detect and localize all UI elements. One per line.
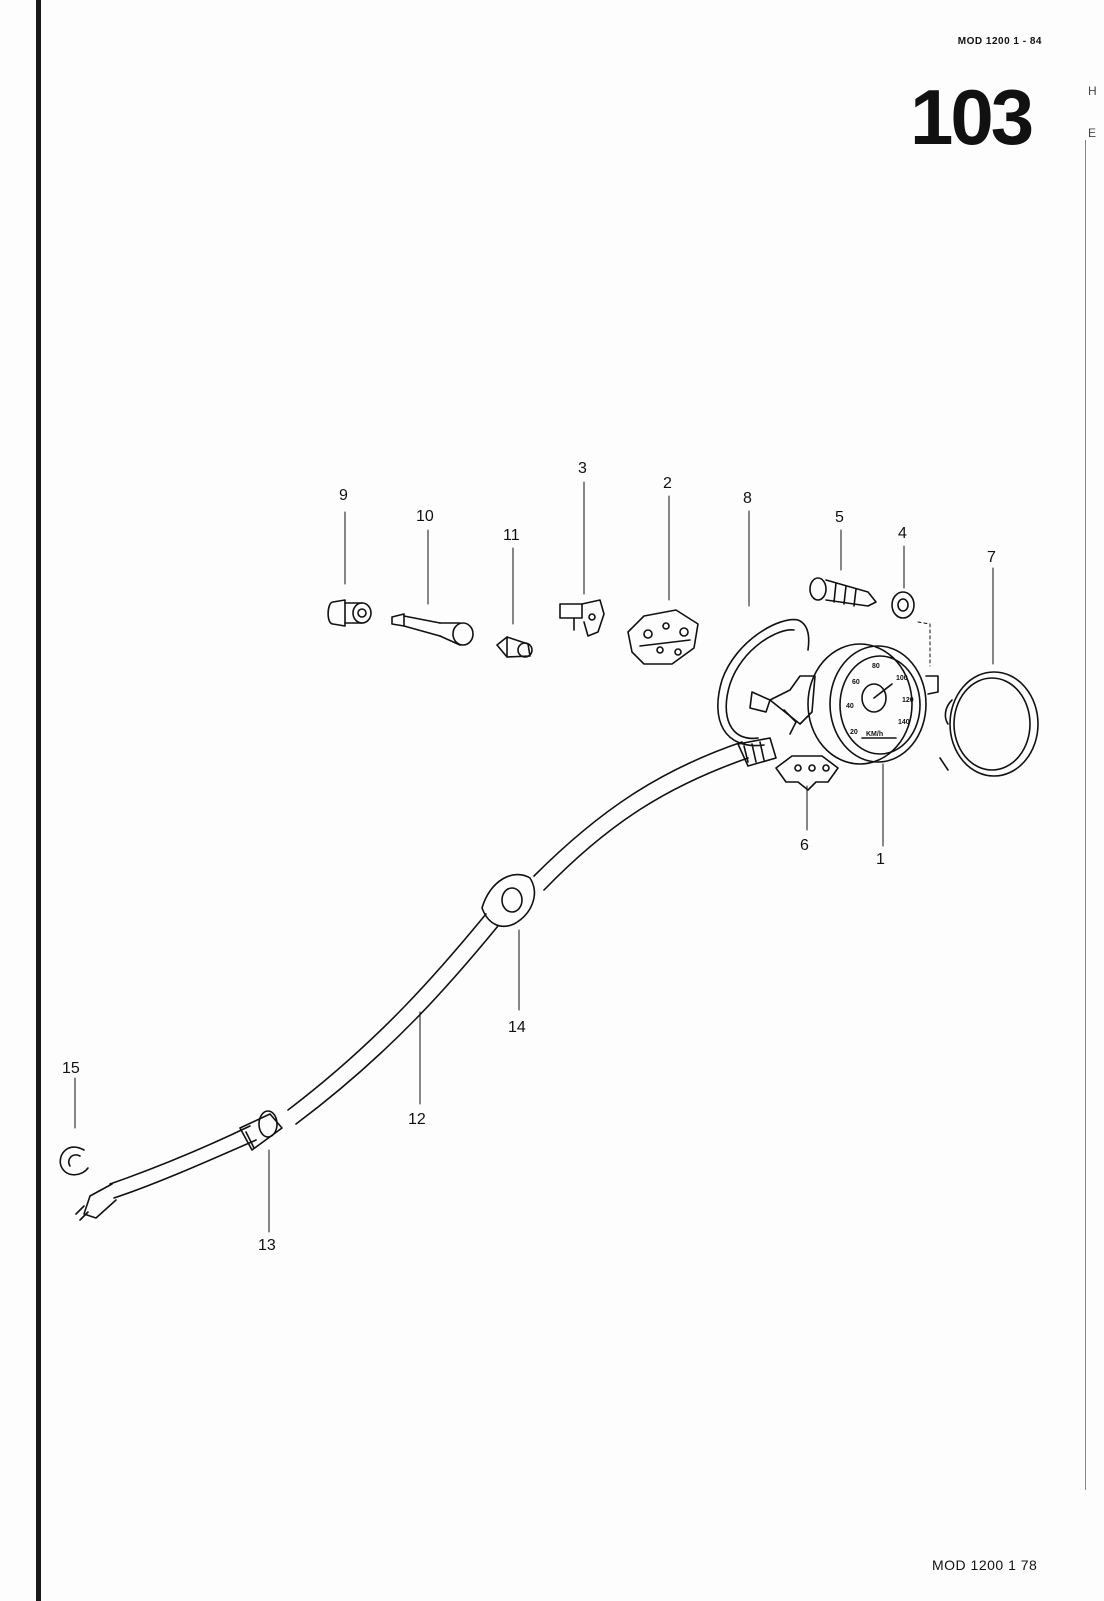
callout-1: 1: [876, 851, 885, 868]
callout-15: 15: [62, 1060, 80, 1077]
dial-number-120: 120: [902, 697, 914, 704]
footer-model-code: MOD 1200 1 78: [932, 1557, 1038, 1573]
dial-number-80: 80: [872, 663, 880, 670]
callout-14: 14: [508, 1019, 526, 1036]
callout-leader-lines: [74, 481, 994, 1233]
model-code-header: MOD 1200 1 - 84: [957, 36, 1042, 47]
cable-end-fitting: [75, 1183, 117, 1221]
callout-6: 6: [800, 837, 809, 854]
callout-10: 10: [416, 508, 434, 525]
callout-4: 4: [898, 525, 907, 542]
part-14-grommet: [481, 873, 536, 928]
right-margin-rule: [1085, 140, 1086, 1490]
part-6-retaining-bracket: [775, 755, 839, 791]
part-9-bulb-holder: [327, 599, 372, 627]
part-3-clip: [559, 599, 605, 637]
page-number: 103: [910, 73, 1034, 161]
part-12-speedometer-cable: [109, 737, 777, 1199]
dial-number-140: 140: [898, 719, 910, 726]
right-edge-mark-h: H: [1088, 84, 1097, 98]
callout-12: 12: [408, 1111, 426, 1128]
part-1-speedometer: [749, 643, 939, 765]
dial-number-100: 100: [896, 675, 908, 682]
part-5-screw: [809, 577, 877, 607]
callout-3: 3: [578, 460, 587, 477]
dial-unit: KM/h: [866, 731, 883, 738]
part-4-washer: [891, 591, 915, 619]
part-10-bulb-socket: [391, 613, 474, 646]
callout-7: 7: [987, 549, 996, 566]
right-edge-mark-e: E: [1088, 126, 1097, 140]
dial-number-40: 40: [846, 703, 854, 710]
speedometer-dial-labels: 20 40 60 80 100 120 140 KM/h: [846, 663, 914, 738]
callout-13: 13: [258, 1237, 276, 1254]
callout-5: 5: [835, 509, 844, 526]
callout-2: 2: [663, 475, 672, 492]
part-7-bezel-ring: [939, 671, 1039, 777]
dial-number-20: 20: [850, 729, 858, 736]
callout-9: 9: [339, 487, 348, 504]
dial-number-60: 60: [852, 679, 860, 686]
part-15-circlip: [59, 1146, 89, 1176]
callout-11: 11: [503, 527, 520, 544]
part-8-seal-ring: [717, 618, 810, 747]
callout-8: 8: [743, 490, 752, 507]
binding-edge: [36, 0, 41, 1601]
part-13-cable-sleeve: [239, 1110, 283, 1151]
part-11-bulb: [496, 636, 533, 658]
part-2-printed-circuit: [627, 609, 699, 665]
